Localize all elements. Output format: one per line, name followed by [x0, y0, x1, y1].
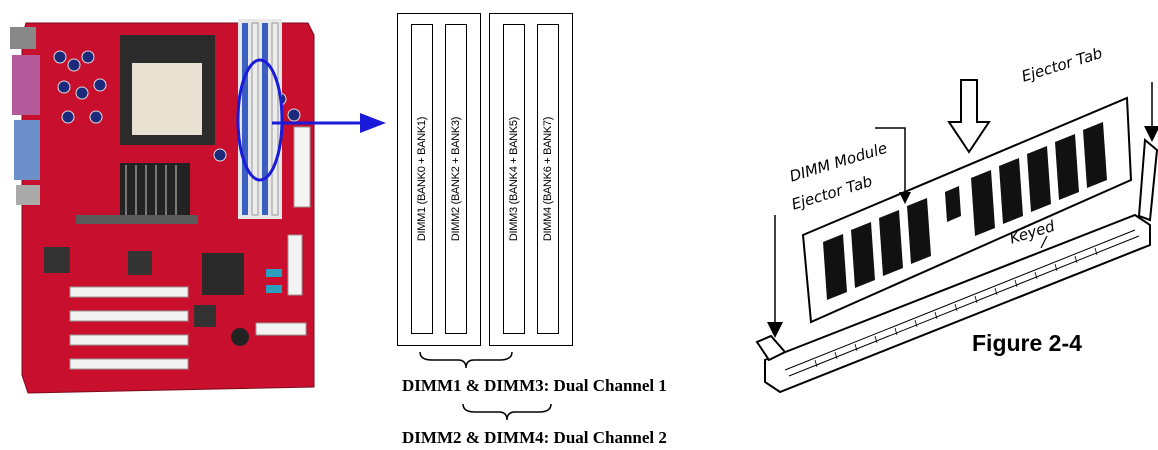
dimm1-label: DIMM1 (BANK0 + BANK1) — [416, 117, 428, 241]
dimm3-label: DIMM3 (BANK4 + BANK5) — [508, 117, 520, 241]
channel-2-brace — [455, 402, 555, 424]
channel-1-brace — [410, 350, 520, 372]
dimm-group-left: DIMM1 (BANK0 + BANK1) DIMM2 (BANK2 + BAN… — [397, 13, 481, 346]
channel-2-caption: DIMM2 & DIMM4: Dual Channel 2 — [402, 428, 667, 448]
dimm1-slot: DIMM1 (BANK0 + BANK1) — [411, 24, 433, 334]
dimm-module-drawing — [755, 30, 1158, 410]
dimm4-label: DIMM4 (BANK6 + BANK7) — [542, 117, 554, 241]
dimm3-slot: DIMM3 (BANK4 + BANK5) — [503, 24, 525, 334]
dimm4-slot: DIMM4 (BANK6 + BANK7) — [537, 24, 559, 334]
dimm-group-right: DIMM3 (BANK4 + BANK5) DIMM4 (BANK6 + BAN… — [489, 13, 573, 346]
dimm2-label: DIMM2 (BANK2 + BANK3) — [450, 117, 462, 241]
dimm2-slot: DIMM2 (BANK2 + BANK3) — [445, 24, 467, 334]
pointer-arrow — [270, 110, 390, 140]
channel-1-caption: DIMM1 & DIMM3: Dual Channel 1 — [402, 376, 667, 396]
motherboard-image — [8, 15, 320, 400]
figure-title: Figure 2-4 — [972, 330, 1082, 357]
